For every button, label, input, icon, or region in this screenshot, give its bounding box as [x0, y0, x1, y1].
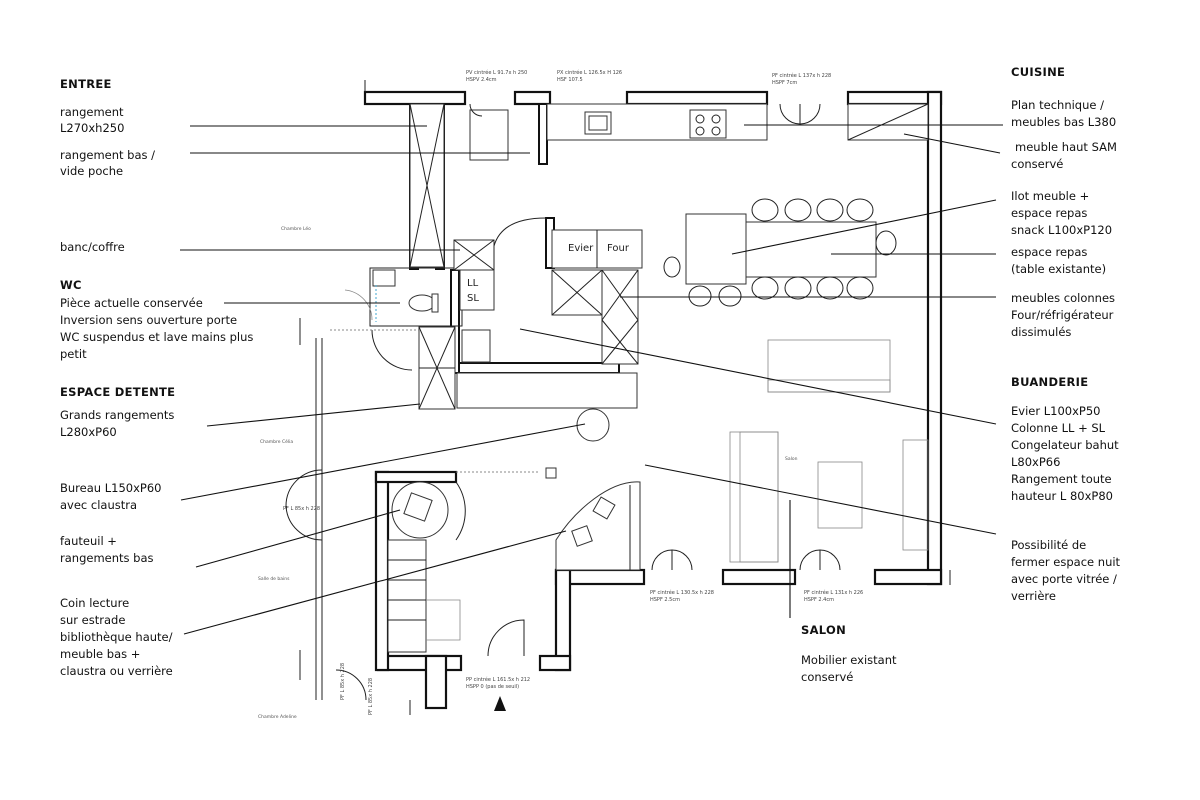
room-label-chambre-celia: Chambre Célia [260, 438, 293, 445]
entry-storage-unit [409, 103, 509, 271]
note-cuisine-plan-line1: Plan technique / [1011, 98, 1104, 112]
note-buanderie-line3: Congelateur bahut [1011, 438, 1119, 452]
note-detente-lecture-line4: meuble bas + [60, 647, 140, 661]
hand-label-ll: LL [467, 278, 479, 289]
dining-area [663, 198, 897, 307]
wc-fixtures [330, 269, 439, 371]
note-entree-rangement-bas-line2: vide poche [60, 164, 123, 178]
note-buanderie-line1: Evier L100xP50 [1011, 404, 1100, 418]
left-bedroom-wall [285, 80, 951, 715]
note-entree-rangement-bas-line1: rangement bas / [60, 148, 155, 162]
annotations-right: CUISINE Plan technique / meubles bas L38… [801, 65, 1121, 684]
note-detente-lecture-line3: bibliothèque haute/ [60, 630, 173, 644]
note-cuisine-meuble-haut-line2: conservé [1011, 157, 1063, 171]
kitchen-counters: Evier Four LL SL [459, 103, 929, 365]
note-entree-rangement-line1: rangement [60, 105, 124, 119]
dimension-note-left-2: PF L 85x h 228 [340, 663, 346, 700]
note-detente-fauteuil-line2: rangements bas [60, 551, 154, 565]
dimension-note-top-1b: HSPV 2.4cm [466, 77, 497, 83]
hand-label-evier: Evier [568, 243, 594, 254]
note-espace-nuit-line3: avec porte vitrée / [1011, 572, 1117, 586]
hand-label-sl: SL [467, 293, 479, 304]
dimension-note-top-2a: PX cintrée L 126.5x H 126 [557, 69, 622, 76]
note-cuisine-plan-line2: meubles bas L380 [1011, 115, 1116, 129]
dimension-note-bottom-2b: HSPF 2.4cm [804, 597, 834, 603]
note-cuisine-meuble-haut-line1: meuble haut SAM [1015, 140, 1117, 154]
note-detente-bureau-line2: avec claustra [60, 498, 137, 512]
dining-chairs-top [751, 198, 874, 222]
note-buanderie-line4: L80xP66 [1011, 455, 1060, 469]
note-entree-banc: banc/coffre [60, 240, 125, 254]
dining-chairs-bottom [688, 276, 874, 307]
dimension-note-top-3b: HSPF 7cm [772, 80, 797, 86]
room-label-chambre-adeline: Chambre Adeline [258, 714, 297, 720]
note-cuisine-ilot-line2: espace repas [1011, 206, 1087, 220]
dimension-note-top-1a: PV cintrée L 91.7x h 250 [466, 69, 527, 76]
dimension-note-entry-b: HSPP 0 (pas de seuil) [466, 684, 519, 690]
note-salon-line1: Mobilier existant [801, 653, 897, 667]
exterior-walls [363, 90, 943, 710]
dimension-note-bottom-1a: PF cintrée L 130.5x h 228 [650, 589, 714, 596]
note-wc-line2: Inversion sens ouverture porte [60, 313, 237, 327]
heading-buanderie: BUANDERIE [1011, 375, 1088, 389]
leader-lines [180, 124, 1003, 635]
espace-detente-furniture [387, 408, 641, 711]
room-label-salle-de-bains: Salle de bains [258, 576, 290, 582]
heading-salon: SALON [801, 623, 846, 637]
note-detente-bureau-line1: Bureau L150xP60 [60, 481, 161, 495]
note-detente-lecture-line2: sur estrade [60, 613, 125, 627]
heading-cuisine: CUISINE [1011, 65, 1065, 79]
note-cuisine-repas-line1: espace repas [1011, 245, 1087, 259]
dimension-note-left-1: PF L 85x h 228 [283, 506, 320, 512]
note-cuisine-repas-line2: (table existante) [1011, 262, 1106, 276]
note-wc-line4: petit [60, 347, 87, 361]
note-cuisine-colonnes-line1: meubles colonnes [1011, 291, 1115, 305]
salon-furniture: Salon [469, 103, 929, 571]
note-cuisine-ilot-line1: Ilot meuble + [1011, 189, 1089, 203]
dimension-note-top-2b: HSF 107.5 [557, 77, 583, 83]
room-label-chambre-leo: Chambre Léo [281, 225, 311, 232]
note-wc-line1: Pièce actuelle conservée [60, 296, 203, 310]
note-detente-fauteuil-line1: fauteuil + [60, 534, 117, 548]
note-cuisine-colonnes-line2: Four/réfrigérateur [1011, 308, 1114, 322]
annotations-left: ENTREE rangement L270xh250 rangement bas… [60, 77, 253, 678]
note-entree-rangement-line2: L270xh250 [60, 121, 124, 135]
hand-label-four: Four [607, 243, 630, 254]
note-espace-nuit-line4: verrière [1011, 589, 1056, 603]
note-cuisine-ilot-line3: snack L100xP120 [1011, 223, 1112, 237]
note-detente-lecture-line5: claustra ou verrière [60, 664, 173, 678]
dimension-note-entry-a: PP cintrée L 161.5x h 212 [466, 676, 530, 683]
dimension-note-bottom-2a: PF cintrée L 131x h 226 [804, 589, 863, 596]
note-buanderie-line2: Colonne LL + SL [1011, 421, 1106, 435]
note-buanderie-line5: Rangement toute [1011, 472, 1112, 486]
room-label-salon: Salon [785, 456, 798, 462]
heading-espace-detente: ESPACE DETENTE [60, 385, 175, 399]
note-buanderie-line6: hauteur L 80xP80 [1011, 489, 1113, 503]
dimension-note-left-3: PF L 85x h 228 [368, 678, 374, 715]
note-espace-nuit-line1: Possibilité de [1011, 538, 1086, 552]
note-salon-line2: conservé [801, 670, 853, 684]
heading-entree: ENTREE [60, 77, 112, 91]
note-detente-rangements-line2: L280xP60 [60, 425, 117, 439]
note-espace-nuit-line2: fermer espace nuit [1011, 555, 1121, 569]
note-detente-rangements-line1: Grands rangements [60, 408, 174, 422]
heading-wc: WC [60, 278, 82, 292]
note-cuisine-colonnes-line3: dissimulés [1011, 325, 1071, 339]
dimension-note-top-3a: PF cintrée L 137x h 228 [772, 72, 831, 79]
dimension-note-bottom-1b: HSPF 2.5cm [650, 597, 680, 603]
note-wc-line3: WC suspendus et lave mains plus [60, 330, 253, 344]
note-detente-lecture-line1: Coin lecture [60, 596, 129, 610]
